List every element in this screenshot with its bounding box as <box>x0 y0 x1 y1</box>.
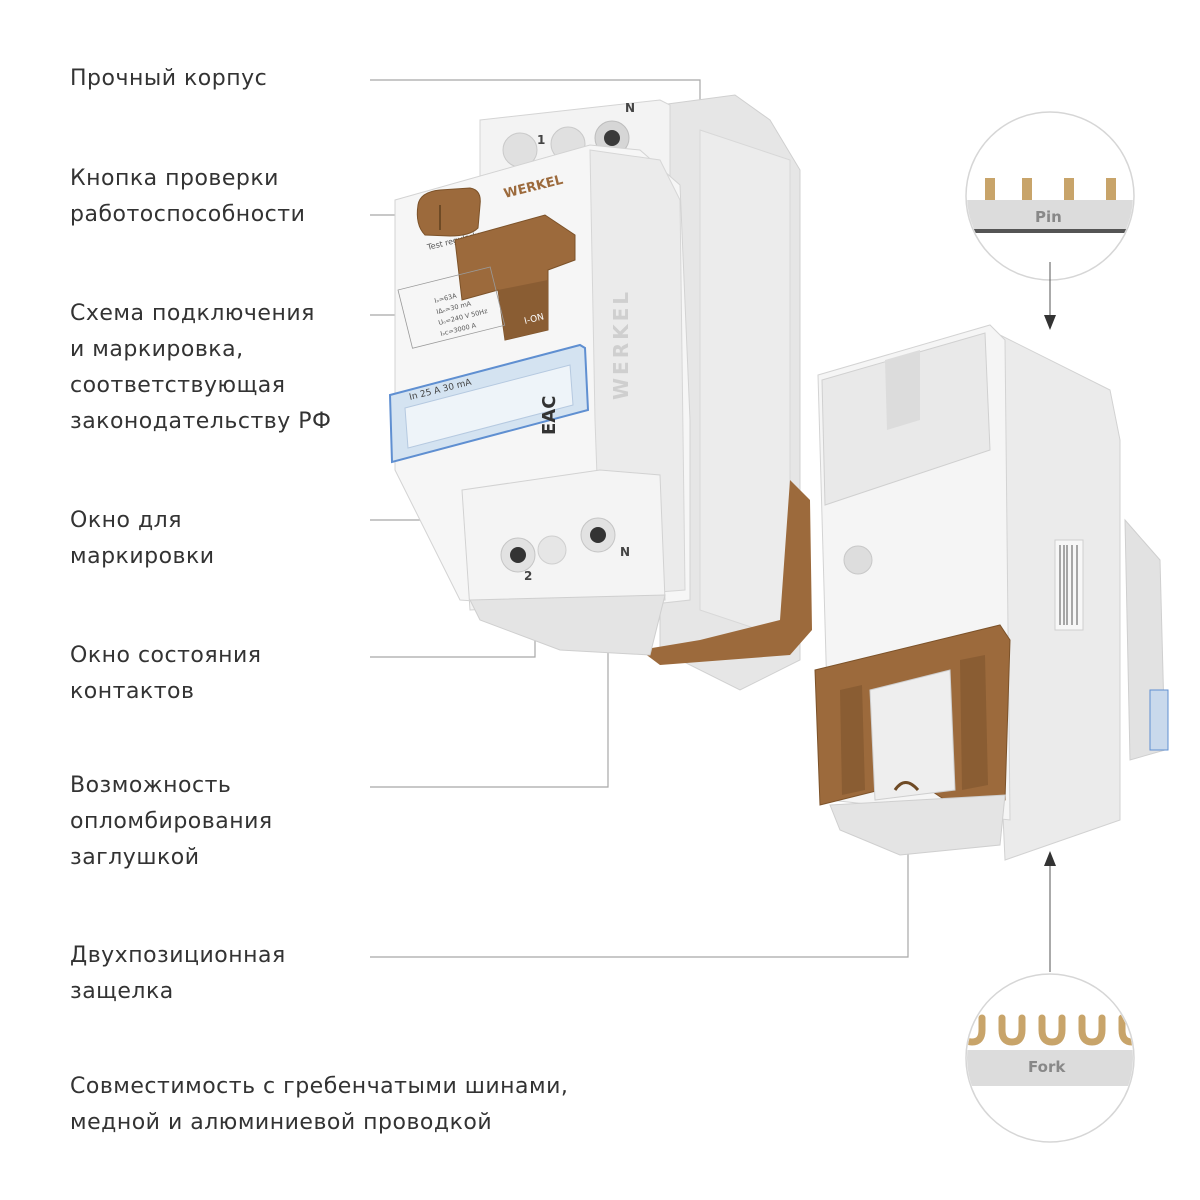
rcd-front-device: 1 N WERKEL WERKEL Test regularly I-ON Iₙ… <box>388 94 812 691</box>
fork-busbar-callout: Fork <box>965 973 1135 1143</box>
fork-label: Fork <box>1028 1058 1066 1076</box>
pin-label: Pin <box>1035 208 1062 226</box>
feature-label-compat: Совместимость с гребенчатыми шинами, мед… <box>70 1074 569 1135</box>
arrow-down-icon <box>1044 315 1056 330</box>
feature-label-latch: Двухпозиционная защелка <box>70 943 286 1004</box>
terminal-bottom-n: N <box>620 545 630 559</box>
arrow-up-icon <box>1044 851 1056 866</box>
feature-label-scheme-marking: Схема подключения и маркировка, соответс… <box>70 301 332 434</box>
terminal-bottom-2: 2 <box>524 569 532 583</box>
feature-label-sealing: Возможность опломбирования заглушкой <box>70 773 273 870</box>
lever-label: I-ON <box>523 312 545 327</box>
feature-label-test-button: Кнопка проверки работоспособности <box>70 166 306 227</box>
pin-busbar-callout: Pin <box>965 111 1135 281</box>
rcd-rear-device <box>814 324 1169 861</box>
feature-label-housing: Прочный корпус <box>70 66 268 91</box>
svg-text:WERKEL: WERKEL <box>609 289 633 400</box>
terminal-top-1: 1 <box>537 133 545 147</box>
terminal-top-n: N <box>625 101 635 115</box>
eac-mark: EAC <box>539 396 560 435</box>
feature-label-contact-window: Окно состояния контактов <box>70 643 262 704</box>
feature-label-marking-window: Окно для маркировки <box>70 508 215 569</box>
